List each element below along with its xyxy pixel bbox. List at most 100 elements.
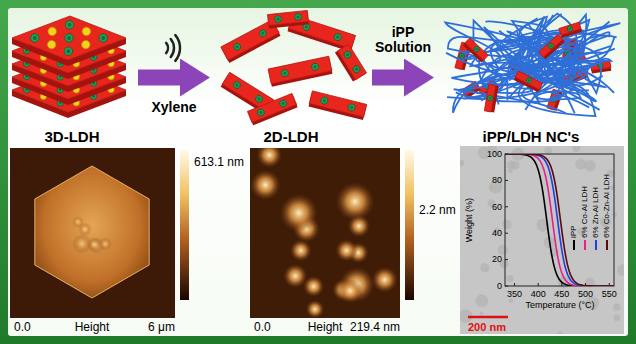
legend-entry: 6% Co-Al LDH [580, 186, 589, 250]
green-ball [256, 108, 265, 117]
step-label: Xylene [151, 100, 196, 115]
legend-entry: iPP [569, 226, 578, 250]
legend-entry: 6% Zn-Al LDH [591, 187, 600, 250]
ball-core [257, 97, 261, 101]
sheet-top [268, 56, 332, 84]
hexagonal-platelet [35, 166, 149, 298]
tick [505, 206, 508, 207]
tick-label: 80 [492, 175, 502, 185]
ldh-sheet [268, 10, 309, 28]
ball-core [235, 83, 239, 87]
green-ball [233, 42, 242, 51]
surface-feature [72, 234, 92, 254]
scale-value: 2.2 nm [419, 204, 456, 218]
ball-core [259, 111, 263, 115]
illustration-panel: iPP/LDH NC's [436, 10, 626, 145]
nanosheet-spot [306, 300, 325, 318]
green-ball [487, 95, 493, 101]
tem-particle [508, 168, 513, 173]
green-ball [99, 34, 107, 42]
plot-frame [505, 154, 614, 286]
tick-label: 40 [492, 228, 502, 238]
process-arrow [138, 70, 180, 86]
ldh-sheet [335, 44, 367, 81]
scan-size: 6 μm [148, 321, 175, 335]
panel-label: 3D-LDH [45, 128, 100, 145]
illustration-panel: 3D-LDH [8, 10, 136, 145]
scale-bar [468, 316, 508, 319]
tick-label: 100 [487, 149, 502, 159]
legend-text: 6% Co-Al LDH [580, 186, 589, 238]
tem-particle [617, 264, 624, 276]
tick-label: 20 [492, 254, 502, 264]
ball-core [235, 45, 239, 49]
afm-image [10, 148, 175, 318]
tem-particle [613, 304, 620, 311]
ball-core [565, 51, 568, 54]
tick-label: 350 [507, 289, 522, 299]
axis-title: Temperature (°C) [525, 300, 594, 310]
ball-core [568, 27, 571, 30]
ldh-stack [12, 16, 126, 118]
tem-particle [485, 268, 489, 272]
green-ball [64, 47, 72, 55]
green-ball [281, 69, 289, 77]
tick [505, 233, 508, 234]
nanocomposite [445, 14, 620, 117]
legend-swatch [595, 240, 597, 250]
ball-core [67, 49, 71, 53]
nanosheet-spot [256, 148, 282, 168]
legend-swatch [584, 240, 586, 250]
sheet-top [515, 71, 543, 90]
frame-ground [8, 8, 628, 336]
tem-particle [498, 245, 508, 255]
green-ball [311, 63, 319, 71]
yellow-ball [48, 27, 56, 35]
panel-label: iPP/LDH NC's [483, 128, 580, 145]
legend-text: iPP [569, 226, 578, 238]
process-arrow [372, 70, 404, 86]
panel-label: 2D-LDH [264, 128, 319, 145]
afm-ground [250, 148, 400, 318]
surface-feature [98, 237, 112, 251]
polymer-chain [447, 59, 611, 117]
tga-plot [505, 154, 614, 286]
tick-label: 550 [602, 289, 617, 299]
ball-core [68, 23, 72, 27]
nanosheet-spot [348, 215, 371, 238]
yellow-ball [82, 27, 90, 35]
green-ball [274, 15, 281, 22]
tem-particle [476, 294, 489, 307]
tem-particle [502, 220, 511, 229]
nanosheet-spot [372, 267, 398, 293]
green-ball [547, 42, 554, 49]
scale-min: 0.0 [254, 321, 271, 335]
ball-core [350, 106, 354, 110]
step-label: iPP Solution [370, 25, 436, 56]
axis-title: Weight (%) [464, 198, 474, 242]
tick [538, 283, 539, 286]
ball-core [276, 17, 279, 20]
tick [505, 286, 508, 287]
green-ball [473, 45, 480, 52]
green-ball [343, 50, 352, 59]
tem-particle [460, 159, 464, 166]
green-ball [65, 21, 73, 29]
sheet-top [337, 44, 366, 80]
green-ball [347, 103, 355, 111]
ball-core [101, 36, 105, 40]
yellow-ball [82, 40, 90, 48]
tick-label: 450 [554, 289, 569, 299]
ball-core [336, 35, 340, 39]
tem-particle [479, 311, 483, 315]
scale-value: 613.1 nm [194, 156, 244, 170]
tem-particle [507, 275, 514, 282]
tem-particle [489, 186, 494, 191]
ball-core [283, 71, 287, 75]
green-ball [352, 65, 361, 74]
polymer-chain [509, 30, 600, 110]
wave-arc [171, 39, 174, 57]
polymer-chain [480, 55, 579, 114]
ldh-sheet [309, 91, 367, 120]
